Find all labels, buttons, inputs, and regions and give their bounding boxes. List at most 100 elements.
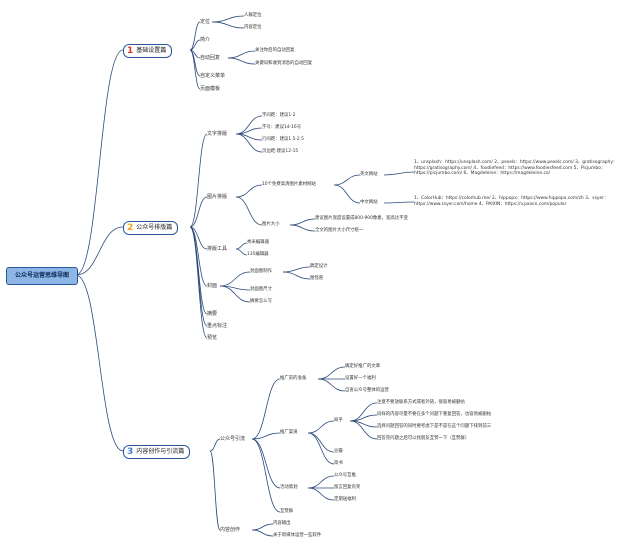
connector-line [251,523,274,531]
section-label: 公众号排版篇 [136,224,173,231]
node-cover-size[interactable]: 封面图尺寸 [250,287,272,292]
node-text-layout[interactable]: 文字排版 [207,131,228,137]
connector-line [227,50,256,59]
node-chinese-sites[interactable]: 中文网站 [360,200,378,205]
root-node[interactable]: 公众号运营思维导图 [6,267,78,285]
connector-line [189,226,208,339]
node-zhihu-tip-4[interactable]: 回答完问题之后可以找朋友互赞一下（互赞群） [377,436,470,441]
connector-line [189,226,208,315]
node-image-sites[interactable]: 10个免费高清图片素材网站 [262,182,316,187]
node-english-sites[interactable]: 英文网站 [360,172,378,177]
node-choose-article[interactable]: 确定好推广的文章 [345,364,381,369]
node-page-margin[interactable]: 页边距:建议12-15 [262,149,299,154]
node-layout-tools[interactable]: 排版工具 [207,246,228,252]
connector-line [189,39,201,51]
node-campaign[interactable]: 活动策划 [280,485,298,490]
section-label: 内容创作与引流篇 [136,448,185,455]
connector-line [307,420,335,434]
connector-line [235,242,248,250]
node-new-media-software[interactable]: 关于新媒体运营一些软件 [273,533,322,538]
node-audience-positioning[interactable]: 人群定位 [244,13,262,18]
connector-line [307,432,335,465]
node-highlight[interactable]: 重点标注 [207,323,228,329]
section-number: 1 [127,46,134,56]
connector-line [189,196,208,228]
node-content-positioning[interactable]: 内容定位 [244,25,262,30]
node-gaoding-design[interactable]: 稿定设计 [310,264,328,269]
connector-line [383,171,415,176]
node-zhihu-tip-1[interactable]: 注意不要放联系方式或者外链，很容易被删帖 [377,400,465,405]
node-cover[interactable]: 封面 [207,283,218,289]
node-summary-writing[interactable]: 摘要怎么写 [250,299,272,304]
node-cover-design[interactable]: 封面图制作 [250,269,272,274]
node-comment-reward[interactable]: 留言回复有奖 [334,485,361,490]
section-label: 基础设置篇 [136,47,167,54]
node-font-size[interactable]: 字号：建议14-16号 [262,125,302,130]
connector-line [251,438,281,489]
section-number: 3 [127,447,134,457]
node-set-benefit[interactable]: 设置好一个福利 [345,376,376,381]
node-image-uniform-tip[interactable]: 全文的图片大小尺寸统一 [315,228,364,233]
node-content-creation[interactable]: 内容创作 [220,527,241,533]
node-zhihu-tip-3[interactable]: 选择问题回答的同时要考虑下是不是在这个问题下排到前三 [377,424,492,429]
node-image-layout[interactable]: 图片排版 [207,194,228,200]
node-image-size[interactable]: 图片大小 [262,222,280,227]
connector-line [251,378,281,440]
connector-line [219,285,251,303]
connector-line [235,196,263,226]
node-zhihu-tip-2[interactable]: 同样的内容尽量不要在多个问题下重复回答，也容易被删帖 [377,412,492,417]
node-jianshu[interactable]: 简书 [334,461,343,466]
connector-line [189,49,201,90]
connector-line [349,420,378,440]
connector-line [211,15,245,23]
node-douban[interactable]: 豆瓣 [334,449,343,454]
node-page-template[interactable]: 页面模板 [200,86,221,92]
connector-line [383,201,415,204]
node-intro[interactable]: 简介 [200,37,211,43]
connector-line [251,432,281,440]
connector-line [333,174,361,186]
connector-line [189,133,208,228]
node-auto-reply[interactable]: 自动回复 [200,55,221,61]
node-zhihu[interactable]: 知乎 [334,418,343,423]
node-mutual-promo[interactable]: 公众号互推 [334,473,356,478]
connector-line [333,184,361,204]
node-regular-benefit[interactable]: 定期送福利 [334,497,356,502]
connector-line [282,266,311,273]
root-to-section-2 [75,226,124,276]
node-135-editor[interactable]: 135编辑器 [247,252,269,257]
connector-line [251,529,274,537]
connector-line [235,184,263,198]
node-english-site-list: 1、unsplash：https://unsplash.com/ 2、pexel… [414,160,618,177]
node-self-check[interactable]: 自查公众号整体的运营 [345,388,389,393]
node-promo-channels[interactable]: 推广渠道 [280,430,298,435]
node-line-height[interactable]: 行间距：建议1.5-2.5 [262,137,304,142]
root-to-section-3 [75,274,124,452]
node-image-width-tip[interactable]: 建议图片宽度设置成800-900像素，宽高比不变 [315,216,408,221]
connector-line [235,248,248,256]
node-pre-promotion[interactable]: 推广前的准备 [280,376,307,381]
connector-line [282,271,311,280]
node-traffic[interactable]: 公众号引流 [220,436,246,442]
node-keyword-reply[interactable]: 关键词和收到消息的自动回复 [255,61,313,66]
connector-line [235,133,263,153]
node-follow-reply[interactable]: 关注你后的自动回复 [255,48,295,53]
node-positioning[interactable]: 定位 [200,19,211,25]
node-summary[interactable]: 摘要 [207,311,218,317]
connector-line [209,450,221,531]
node-tuguaishou[interactable]: 图怪兽 [310,276,324,281]
node-like-group[interactable]: 互赞群 [280,509,294,514]
node-preview[interactable]: 预览 [207,335,218,341]
connector-line [289,224,316,232]
node-xiumi-editor[interactable]: 秀米编辑器 [247,240,269,245]
node-content-output[interactable]: 内容输出 [273,521,291,526]
node-custom-menu[interactable]: 自定义菜单 [200,73,226,79]
connector-line [307,475,335,489]
connector-line [227,57,256,65]
node-letter-spacing[interactable]: 字间距：建议1-2 [262,113,296,118]
